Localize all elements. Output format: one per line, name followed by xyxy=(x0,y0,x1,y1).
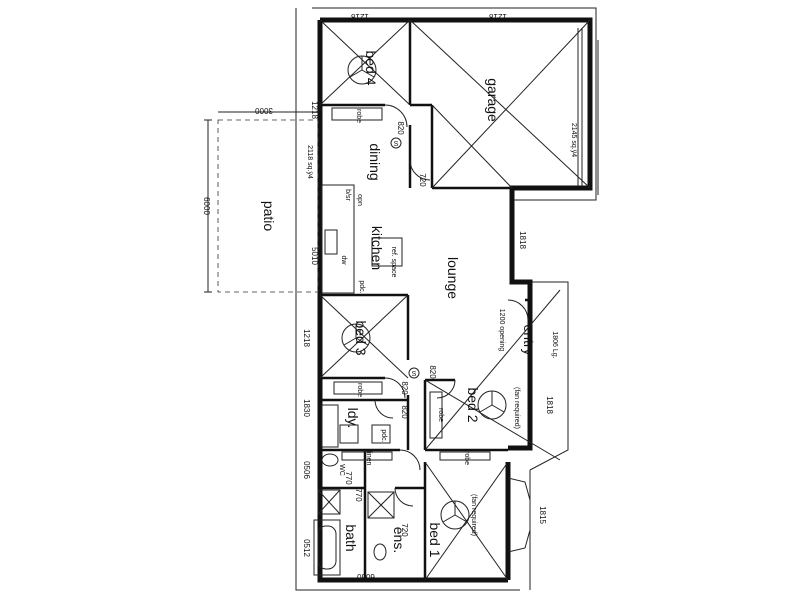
fan-note-bed2: (fan required) xyxy=(513,387,520,429)
dim-1218b: 1218 xyxy=(310,101,319,119)
room-kitchen: kitchen xyxy=(369,226,385,270)
room-bed4: bed 4 xyxy=(363,50,379,85)
smoke-marker-2: S xyxy=(412,371,417,378)
dim-1830: 1830 xyxy=(302,399,311,417)
room-ldy: ldy. xyxy=(345,408,361,429)
room-bath: bath xyxy=(343,524,359,551)
dim-1818b: 1818 xyxy=(545,396,554,414)
dim-770b: 770 xyxy=(354,488,363,502)
room-lounge: lounge xyxy=(445,257,461,299)
door-swings xyxy=(374,104,529,507)
dim-6060: 6060 xyxy=(357,572,375,581)
dw-label: dw xyxy=(340,256,347,266)
dimension-labels: 1218 1218 3000 6000 820 820 820 820 720 … xyxy=(202,12,554,581)
dim-820d: 820 xyxy=(428,365,437,379)
smoke-detectors: S S xyxy=(390,137,420,379)
dim-top-right: 1218 xyxy=(489,12,507,21)
exterior-walls xyxy=(317,17,593,583)
patio-area xyxy=(204,111,319,293)
room-entry: entry xyxy=(521,324,537,355)
garage-area-note: 2145 sq.ÿ4 xyxy=(570,123,577,157)
dim-0506: 0506 xyxy=(302,461,311,479)
dim-820b: 820 xyxy=(400,381,409,395)
room-bed1: bed 1 xyxy=(427,522,443,557)
fridge-label: ref. space xyxy=(390,247,397,278)
garage-door xyxy=(577,28,583,186)
room-dining: dining xyxy=(367,143,383,180)
dim-720a: 720 xyxy=(418,173,427,187)
fan-note-bed1: (fan required) xyxy=(470,494,477,536)
eave-lines xyxy=(295,7,599,591)
room-labels: bed 4 garage dining patio kitchen lounge… xyxy=(261,50,537,557)
patio-area-note: 2118 sq.ÿ4 xyxy=(306,145,313,179)
interior-walls xyxy=(320,20,530,580)
dim-patio-height: 6000 xyxy=(202,197,211,215)
dim-patio-width: 3000 xyxy=(255,106,273,115)
robe-label-1: robe xyxy=(355,109,362,123)
dim-5010: 5010 xyxy=(310,247,319,265)
dim-720b: 720 xyxy=(400,523,409,537)
dim-820a: 820 xyxy=(396,121,405,135)
room-patio: patio xyxy=(261,201,277,232)
robe-label-4: robe xyxy=(463,451,470,465)
ceiling-diagonals xyxy=(319,19,591,581)
room-ens: ens. xyxy=(391,527,407,553)
room-bed3: bed 3 xyxy=(353,320,369,355)
pdc-label-2: pdc. xyxy=(380,429,387,442)
robe-label-2: robe xyxy=(356,383,363,397)
ceiling-fans xyxy=(341,55,507,530)
dim-1818a: 1818 xyxy=(518,231,527,249)
dim-0512: 0512 xyxy=(302,539,311,557)
dim-top-left: 1218 xyxy=(351,12,369,21)
room-bed2: bed 2 xyxy=(465,387,481,422)
entry-opening-note: 1200 opening xyxy=(498,309,505,352)
robe-label-3: robe xyxy=(437,408,444,422)
fixtures xyxy=(313,107,531,576)
opn-label: opn xyxy=(356,194,363,206)
dim-820c: 820 xyxy=(400,405,409,419)
room-garage: garage xyxy=(485,78,501,122)
room-wc: WC xyxy=(338,464,345,476)
dim-770a: 770 xyxy=(344,471,353,485)
entry-length-note: 1806 Lg. xyxy=(551,331,558,358)
note-labels: robe robe robe robe linen (fan required)… xyxy=(306,109,577,536)
pdc-label-1: pdc. xyxy=(358,280,365,293)
smoke-marker-1: S xyxy=(394,141,399,148)
dim-1815: 1815 xyxy=(538,506,547,524)
linen-label: linen xyxy=(365,451,372,466)
dim-1218: 1218 xyxy=(302,329,311,347)
bsr-label: b/sr xyxy=(344,189,351,201)
